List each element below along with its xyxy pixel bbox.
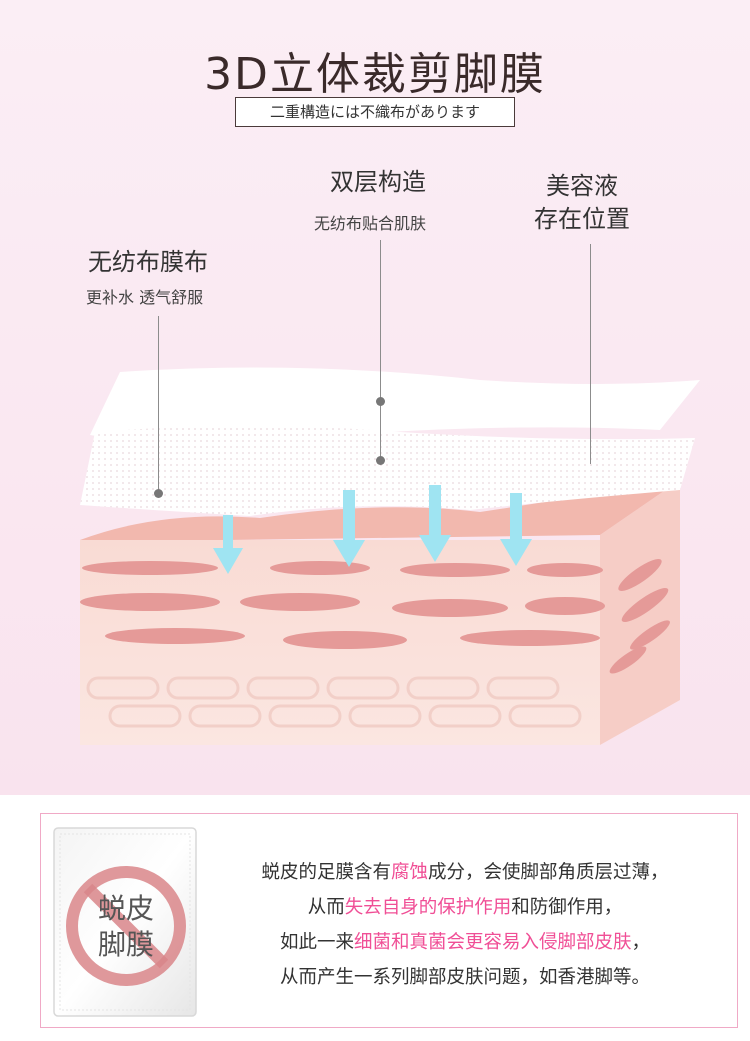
peeling-mask-packet-image: 蜕皮 脚膜 xyxy=(53,827,197,1017)
pointer-dot-nonwoven xyxy=(154,489,163,498)
pointer-dot-double-layer-1 xyxy=(376,397,385,406)
prohibited-icon xyxy=(66,866,186,986)
packet-text-line2: 脚膜 xyxy=(98,928,154,961)
arrow-down-icon xyxy=(500,493,532,566)
label-double-layer-sub: 无纺布贴合肌肤 xyxy=(314,214,427,233)
desc-line-4: 从而产生一系列脚部皮肤问题，如香港脚等。 xyxy=(279,967,650,988)
essence-arrows xyxy=(213,485,532,574)
desc-line-2: 从而失去自身的保护作用和防御作用， xyxy=(307,897,623,918)
skin-layer-illustration xyxy=(80,367,700,745)
label-nonwoven-title: 无纺布膜布 xyxy=(88,248,208,276)
warning-description: 蜕皮的足膜含有腐蚀成分，会使脚部角质层过薄， 从而失去自身的保护作用和防御作用，… xyxy=(215,855,715,995)
mask-sheet-upper xyxy=(90,367,700,444)
label-essence-line1: 美容液 xyxy=(546,172,618,200)
pointer-dot-double-layer-2 xyxy=(376,456,385,465)
label-nonwoven-sub: 更补水 透气舒服 xyxy=(86,288,204,307)
label-essence-line2: 存在位置 xyxy=(534,205,630,233)
desc-line-3: 如此一来细菌和真菌会更容易入侵脚部皮肤， xyxy=(279,932,651,953)
arrow-down-icon xyxy=(213,515,243,574)
desc-line-1: 蜕皮的足膜含有腐蚀成分，会使脚部角质层过薄， xyxy=(261,862,669,883)
skin-basal-layer xyxy=(86,676,582,728)
pointer-line-nonwoven xyxy=(158,316,159,492)
page-title: 3D立体裁剪脚膜 xyxy=(204,49,546,100)
skin-block-side xyxy=(600,480,680,745)
pointer-line-double-layer xyxy=(380,240,381,460)
arrow-down-icon xyxy=(333,490,365,567)
packet-text-line1: 蜕皮 xyxy=(98,892,154,925)
skin-cells xyxy=(80,561,605,649)
mask-sheet-texture xyxy=(80,426,695,516)
label-double-layer-title: 双层构造 xyxy=(330,168,426,196)
page-subtitle: 二重構造には不織布があります xyxy=(235,97,515,127)
pointer-line-essence xyxy=(590,244,591,464)
arrow-down-icon xyxy=(419,485,451,562)
